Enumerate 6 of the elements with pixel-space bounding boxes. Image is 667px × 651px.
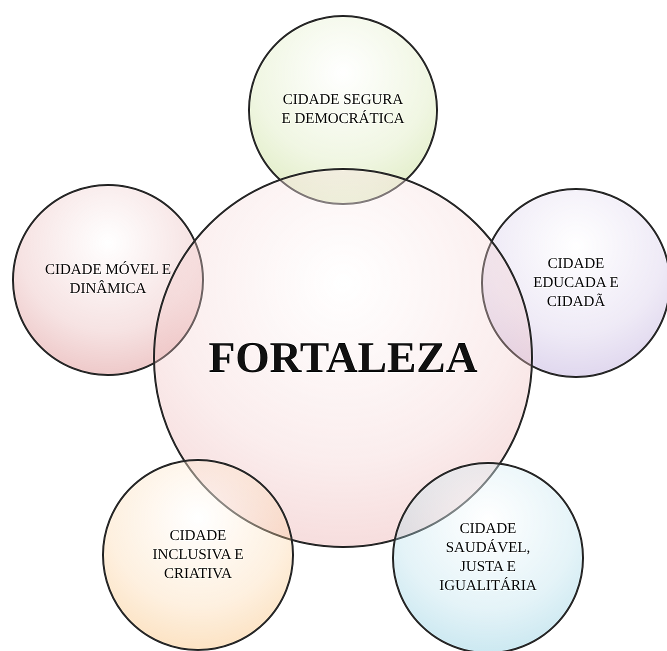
circle-label: CIDADE INCLUSIVA E CRIATIVA — [152, 526, 244, 584]
center-title: FORTALEZA — [208, 333, 478, 383]
circle-label: CIDADE SEGURA E DEMOCRÁTICA — [280, 91, 406, 129]
circle-label: CIDADE EDUCADA E CIDADÃ — [532, 254, 620, 312]
circle-label: CIDADE MÓVEL E DINÂMICA — [44, 261, 172, 299]
circle-label: CIDADE SAUDÁVEL, JUSTA E IGUALITÁRIA — [438, 520, 538, 596]
